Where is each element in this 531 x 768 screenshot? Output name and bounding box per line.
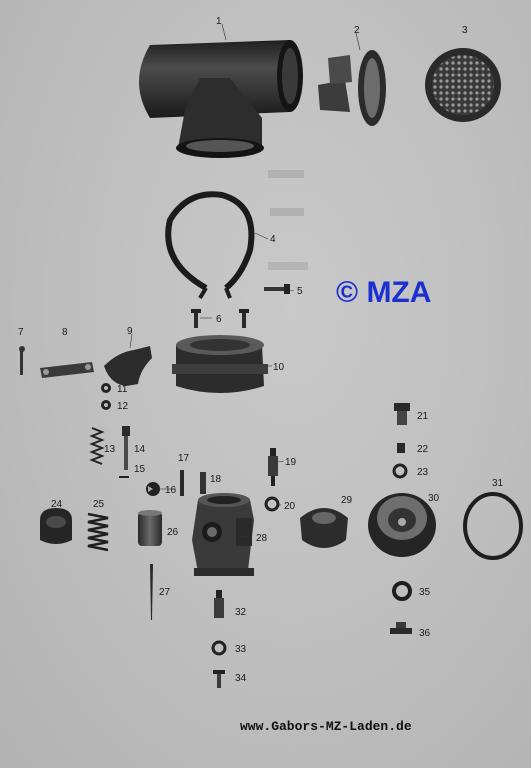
label-part-1: 1 xyxy=(216,16,222,27)
part-27-needle xyxy=(150,564,153,620)
part-18-screw xyxy=(200,472,206,494)
part-30-float-chamber xyxy=(368,493,436,557)
part-34-screw xyxy=(213,670,225,688)
label-part-10: 10 xyxy=(273,362,285,373)
part-14-needle xyxy=(122,426,130,470)
part-16-jet xyxy=(146,482,160,496)
part-10-float-chamber-cover xyxy=(172,335,268,393)
part-25-spring xyxy=(87,512,109,552)
label-part-26: 26 xyxy=(167,527,179,538)
faint-background-text xyxy=(268,170,308,270)
label-part-2: 2 xyxy=(354,25,360,36)
label-part-5: 5 xyxy=(297,286,303,297)
label-part-23: 23 xyxy=(417,467,429,478)
part-19-bolt xyxy=(268,448,278,486)
part-12-washer xyxy=(101,400,111,410)
footer-url: www.Gabors-MZ-Laden.de xyxy=(240,719,412,734)
part-9-cam-lever xyxy=(104,346,152,386)
label-part-7: 7 xyxy=(18,327,24,338)
label-part-11: 11 xyxy=(117,384,128,395)
part-32-valve xyxy=(214,590,224,618)
label-part-32: 32 xyxy=(235,607,247,618)
part-26-throttle-slide xyxy=(138,510,162,546)
part-36-drain-plug xyxy=(390,622,412,634)
label-part-17: 17 xyxy=(178,453,190,464)
part-4-hose-clamp xyxy=(165,191,255,300)
label-part-34: 34 xyxy=(235,673,247,684)
label-part-20: 20 xyxy=(284,501,296,512)
label-part-35: 35 xyxy=(419,587,431,598)
part-2-connector xyxy=(318,50,386,126)
part-22-jet xyxy=(397,443,405,453)
label-part-14: 14 xyxy=(134,444,146,455)
label-part-21: 21 xyxy=(417,411,429,422)
label-part-29: 29 xyxy=(341,495,353,506)
part-28-carburetor-body xyxy=(192,493,254,576)
part-23-washer xyxy=(392,463,408,479)
part-20-washer xyxy=(264,496,280,512)
label-part-12: 12 xyxy=(117,401,129,412)
part-13-spring xyxy=(89,427,105,465)
label-part-4: 4 xyxy=(270,234,276,245)
label-part-33: 33 xyxy=(235,644,247,655)
part-6-screws xyxy=(191,309,249,328)
part-number-labels: 1 2 3 4 5 6 7 8 9 10 11 12 13 14 15 16 1… xyxy=(18,16,504,684)
part-17-screw xyxy=(180,470,184,496)
label-part-24: 24 xyxy=(51,499,63,510)
part-7-pin xyxy=(19,346,25,375)
label-part-15: 15 xyxy=(134,464,146,475)
part-21-plug xyxy=(394,403,410,425)
part-5-screw xyxy=(264,284,290,294)
part-33-washer xyxy=(211,640,227,656)
label-part-18: 18 xyxy=(210,474,222,485)
part-29-float-housing xyxy=(300,508,348,548)
label-part-6: 6 xyxy=(216,314,222,325)
label-part-30: 30 xyxy=(428,493,440,504)
part-8-lever-plate xyxy=(40,362,94,378)
label-part-31: 31 xyxy=(492,478,504,489)
leader-lines xyxy=(129,23,361,538)
label-part-36: 36 xyxy=(419,628,431,639)
part-35-ring xyxy=(392,581,412,601)
label-part-16: 16 xyxy=(165,485,177,496)
part-15-clip xyxy=(119,476,129,478)
label-part-22: 22 xyxy=(417,444,429,455)
label-part-9: 9 xyxy=(127,326,133,337)
part-24-cap xyxy=(40,508,72,544)
part-11-washer xyxy=(101,383,111,393)
label-part-25: 25 xyxy=(93,499,105,510)
part-1-intake-hose xyxy=(139,40,303,158)
label-part-19: 19 xyxy=(285,457,297,468)
label-part-13: 13 xyxy=(104,444,116,455)
label-part-27: 27 xyxy=(159,587,171,598)
label-part-3: 3 xyxy=(462,25,468,36)
part-3-filter-screen xyxy=(425,48,501,122)
part-31-gasket-ring xyxy=(463,492,523,560)
label-part-8: 8 xyxy=(62,327,68,338)
copyright-watermark: © MZA xyxy=(336,276,431,309)
label-part-28: 28 xyxy=(256,533,268,544)
